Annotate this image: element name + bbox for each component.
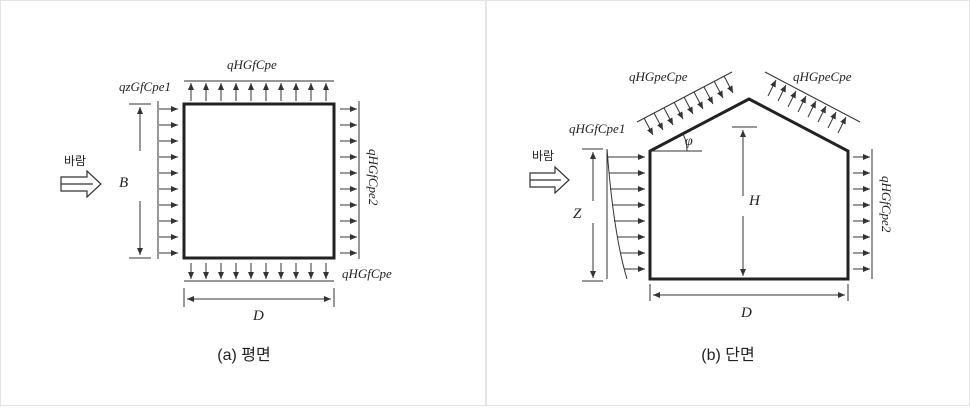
label-angle: φ (685, 134, 693, 149)
top-load-arrows (184, 80, 334, 101)
caption-section: (b) 단면 (701, 347, 755, 364)
label-wall-left-load: qHGfCpe1 (569, 121, 625, 136)
wind-arrow-icon (529, 165, 570, 195)
dimension-h (732, 126, 757, 276)
section-building-outline (648, 97, 850, 281)
label-top-load: qHGfCpe (227, 57, 277, 72)
wind-arrow-icon (60, 169, 102, 199)
section-diagram: φ H Z D (529, 69, 894, 321)
label-left-load: qzGfCpe1 (119, 79, 171, 94)
label-z: Z (573, 206, 582, 222)
roof-angle-marker (650, 133, 702, 152)
label-h: H (748, 193, 761, 209)
dimension-z (582, 148, 603, 282)
right-load-arrows (340, 101, 360, 259)
panel-plan: B D qHGfCpe qzGfCpe1 qHGfCpe qHGfCpe2 바람… (0, 0, 486, 406)
caption-plan: (a) 평면 (217, 347, 271, 364)
dimension-d (183, 288, 335, 307)
label-b: B (119, 175, 128, 191)
label-wall-right-load: qHGfCpe2 (879, 176, 894, 233)
label-d: D (740, 305, 752, 321)
plan-building-outline (182, 102, 336, 260)
label-bottom-load: qHGfCpe (342, 266, 392, 281)
roof-left-load-arrows (636, 71, 734, 136)
wall-left-load-arrows (606, 148, 645, 280)
label-d: D (252, 308, 264, 324)
label-roof-left-load: qHGpeCpe (629, 69, 688, 84)
wall-right-load-arrows (853, 149, 873, 279)
label-roof-right-load: qHGpeCpe (793, 69, 852, 84)
wind-label: 바람 (532, 149, 554, 163)
plan-diagram: B D qHGfCpe qzGfCpe1 qHGfCpe qHGfCpe2 바람 (60, 57, 392, 324)
left-load-arrows (157, 101, 178, 259)
panel-section: φ H Z D (486, 0, 970, 406)
wind-label: 바람 (64, 154, 86, 168)
bottom-load-arrows (184, 263, 334, 282)
roof-right-load-arrows (764, 71, 861, 134)
label-right-load: qHGfCpe2 (366, 149, 381, 206)
dimension-b (129, 103, 151, 259)
dimension-d (649, 284, 849, 301)
